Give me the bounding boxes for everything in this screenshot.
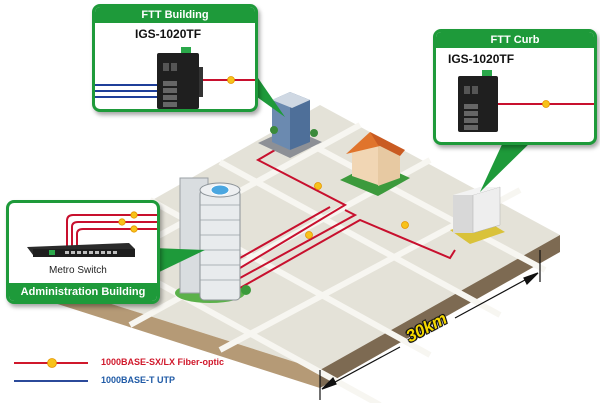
callout-title: Administration Building [9,283,157,301]
fiber-connectors [305,182,409,239]
distance-dimension [319,250,541,400]
street-cabinet [450,186,505,244]
device-model-label: IGS-1020TF [135,27,202,41]
legend-lines [14,358,88,382]
residential-house [340,132,410,196]
fiber-lines-ground [239,149,456,289]
callout-pointer-ftt-curb [480,138,535,192]
callout-administration-building: Metro Switch Administration Building [6,200,160,304]
administration-building-tower [175,177,251,303]
callout-ftt-curb: FTT Curb IGS-1020TF [433,29,597,145]
device-model-label: IGS-1020TF [448,52,515,66]
legend-item-fiber: 1000BASE-SX/LX Fiber-optic [101,357,225,367]
callout-ftt-building: FTT Building IGS-1020TF [92,4,258,112]
industrial-switch-icon [95,47,255,109]
callout-title: FTT Building [95,7,255,23]
callout-pointer-admin [153,248,205,275]
callout-title: FTT Curb [436,32,594,48]
device-label: Metro Switch [49,265,107,276]
metro-switch-icon [27,211,157,257]
legend-item-utp: 1000BASE-T UTP [101,375,176,385]
industrial-switch-icon [458,70,594,132]
